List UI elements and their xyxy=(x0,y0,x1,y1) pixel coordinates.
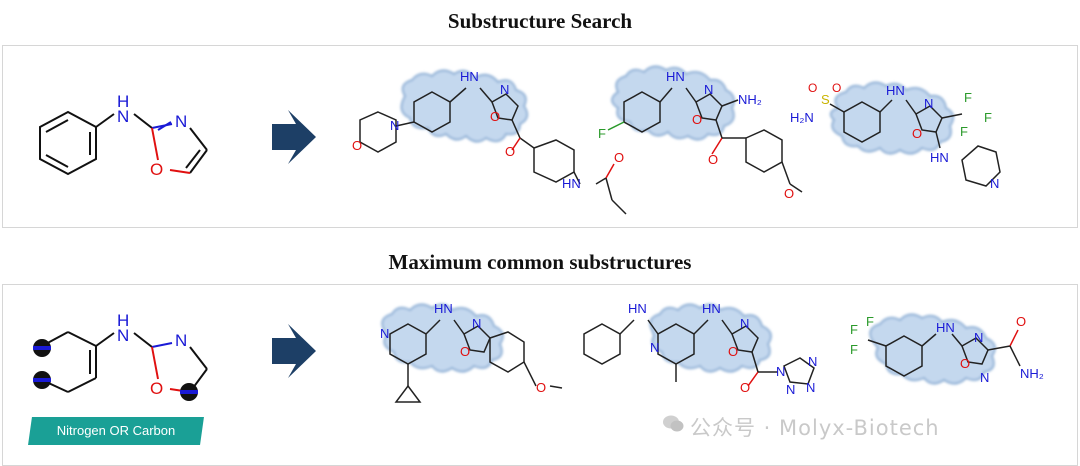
svg-text:O: O xyxy=(832,81,841,95)
svg-text:O: O xyxy=(740,380,750,395)
svg-text:F: F xyxy=(850,342,858,357)
result-3-top: HN N O S O O H₂N F F F HN N xyxy=(790,81,1001,191)
result-3-bottom: HN N O N F F F O NH₂ xyxy=(850,313,1044,385)
query-n-label: N xyxy=(117,107,129,126)
svg-text:HN: HN xyxy=(702,301,721,316)
svg-text:N: N xyxy=(808,354,817,369)
svg-text:N: N xyxy=(472,316,481,331)
svg-text:O: O xyxy=(352,138,362,153)
svg-text:N: N xyxy=(990,176,999,191)
svg-text:F: F xyxy=(964,90,972,105)
svg-text:HN: HN xyxy=(460,69,479,84)
svg-text:N: N xyxy=(175,331,187,350)
svg-text:N: N xyxy=(380,326,389,341)
arrow-top xyxy=(272,110,316,164)
svg-text:HN: HN xyxy=(434,301,453,316)
result-2-bottom: HN N HN N O O N N N N xyxy=(583,301,817,397)
svg-text:N: N xyxy=(740,316,749,331)
arrow-bottom xyxy=(272,324,316,378)
query-molecule xyxy=(39,110,208,176)
svg-text:O: O xyxy=(728,344,738,359)
svg-text:N: N xyxy=(786,382,795,397)
svg-text:HN: HN xyxy=(562,176,581,191)
svg-text:F: F xyxy=(984,110,992,125)
svg-text:N: N xyxy=(924,96,933,111)
svg-text:N: N xyxy=(806,380,815,395)
svg-text:O: O xyxy=(912,126,922,141)
svg-text:O: O xyxy=(808,81,817,95)
svg-text:O: O xyxy=(708,152,718,167)
svg-text:H: H xyxy=(117,311,129,330)
svg-text:N: N xyxy=(650,340,659,355)
svg-text:NH₂: NH₂ xyxy=(738,92,762,107)
svg-text:HN: HN xyxy=(936,320,955,335)
title-substructure-search: Substructure Search xyxy=(447,9,633,33)
svg-text:N: N xyxy=(117,326,129,345)
svg-text:HN: HN xyxy=(886,83,905,98)
variable-atom-tag-label: Nitrogen OR Carbon xyxy=(56,423,176,438)
mcs-query-molecule xyxy=(41,331,208,393)
svg-text:O: O xyxy=(505,144,515,159)
svg-text:N: N xyxy=(776,364,785,379)
svg-text:F: F xyxy=(850,322,858,337)
svg-text:F: F xyxy=(598,126,606,141)
svg-text:O: O xyxy=(536,380,546,395)
svg-text:S: S xyxy=(821,92,830,107)
svg-text:N: N xyxy=(980,370,989,385)
svg-text:N: N xyxy=(500,82,509,97)
query-nh-label: H xyxy=(117,92,129,111)
svg-text:O: O xyxy=(614,150,624,165)
query-ring-n-label: N xyxy=(175,112,187,131)
svg-text:N: N xyxy=(974,330,983,345)
result-2-top: HN N O F NH₂ O O xyxy=(598,65,803,201)
svg-text:NH₂: NH₂ xyxy=(1020,366,1044,381)
watermark-text: 公众号 · Molyx-Biotech xyxy=(690,416,940,440)
svg-text:F: F xyxy=(960,124,968,139)
svg-text:O: O xyxy=(960,356,970,371)
svg-text:O: O xyxy=(150,379,163,398)
svg-text:HN: HN xyxy=(628,301,647,316)
svg-text:O: O xyxy=(460,344,470,359)
svg-text:O: O xyxy=(1016,314,1026,329)
svg-text:HN: HN xyxy=(930,150,949,165)
svg-text:F: F xyxy=(866,314,874,329)
svg-text:HN: HN xyxy=(666,69,685,84)
svg-text:O: O xyxy=(692,112,702,127)
svg-text:N: N xyxy=(390,118,399,133)
title-maximum-common-substructures: Maximum common substructures xyxy=(388,250,692,274)
svg-text:O: O xyxy=(784,186,794,201)
wechat-icon xyxy=(663,415,684,432)
query-ring-o-label: O xyxy=(150,160,163,179)
svg-text:H₂N: H₂N xyxy=(790,110,814,125)
svg-text:O: O xyxy=(490,109,500,124)
result-1-top: HN N O N O O HN O xyxy=(352,69,627,215)
result-1-bottom: HN N O N O xyxy=(380,301,563,403)
variable-atom-markers xyxy=(33,339,198,401)
svg-text:N: N xyxy=(704,82,713,97)
